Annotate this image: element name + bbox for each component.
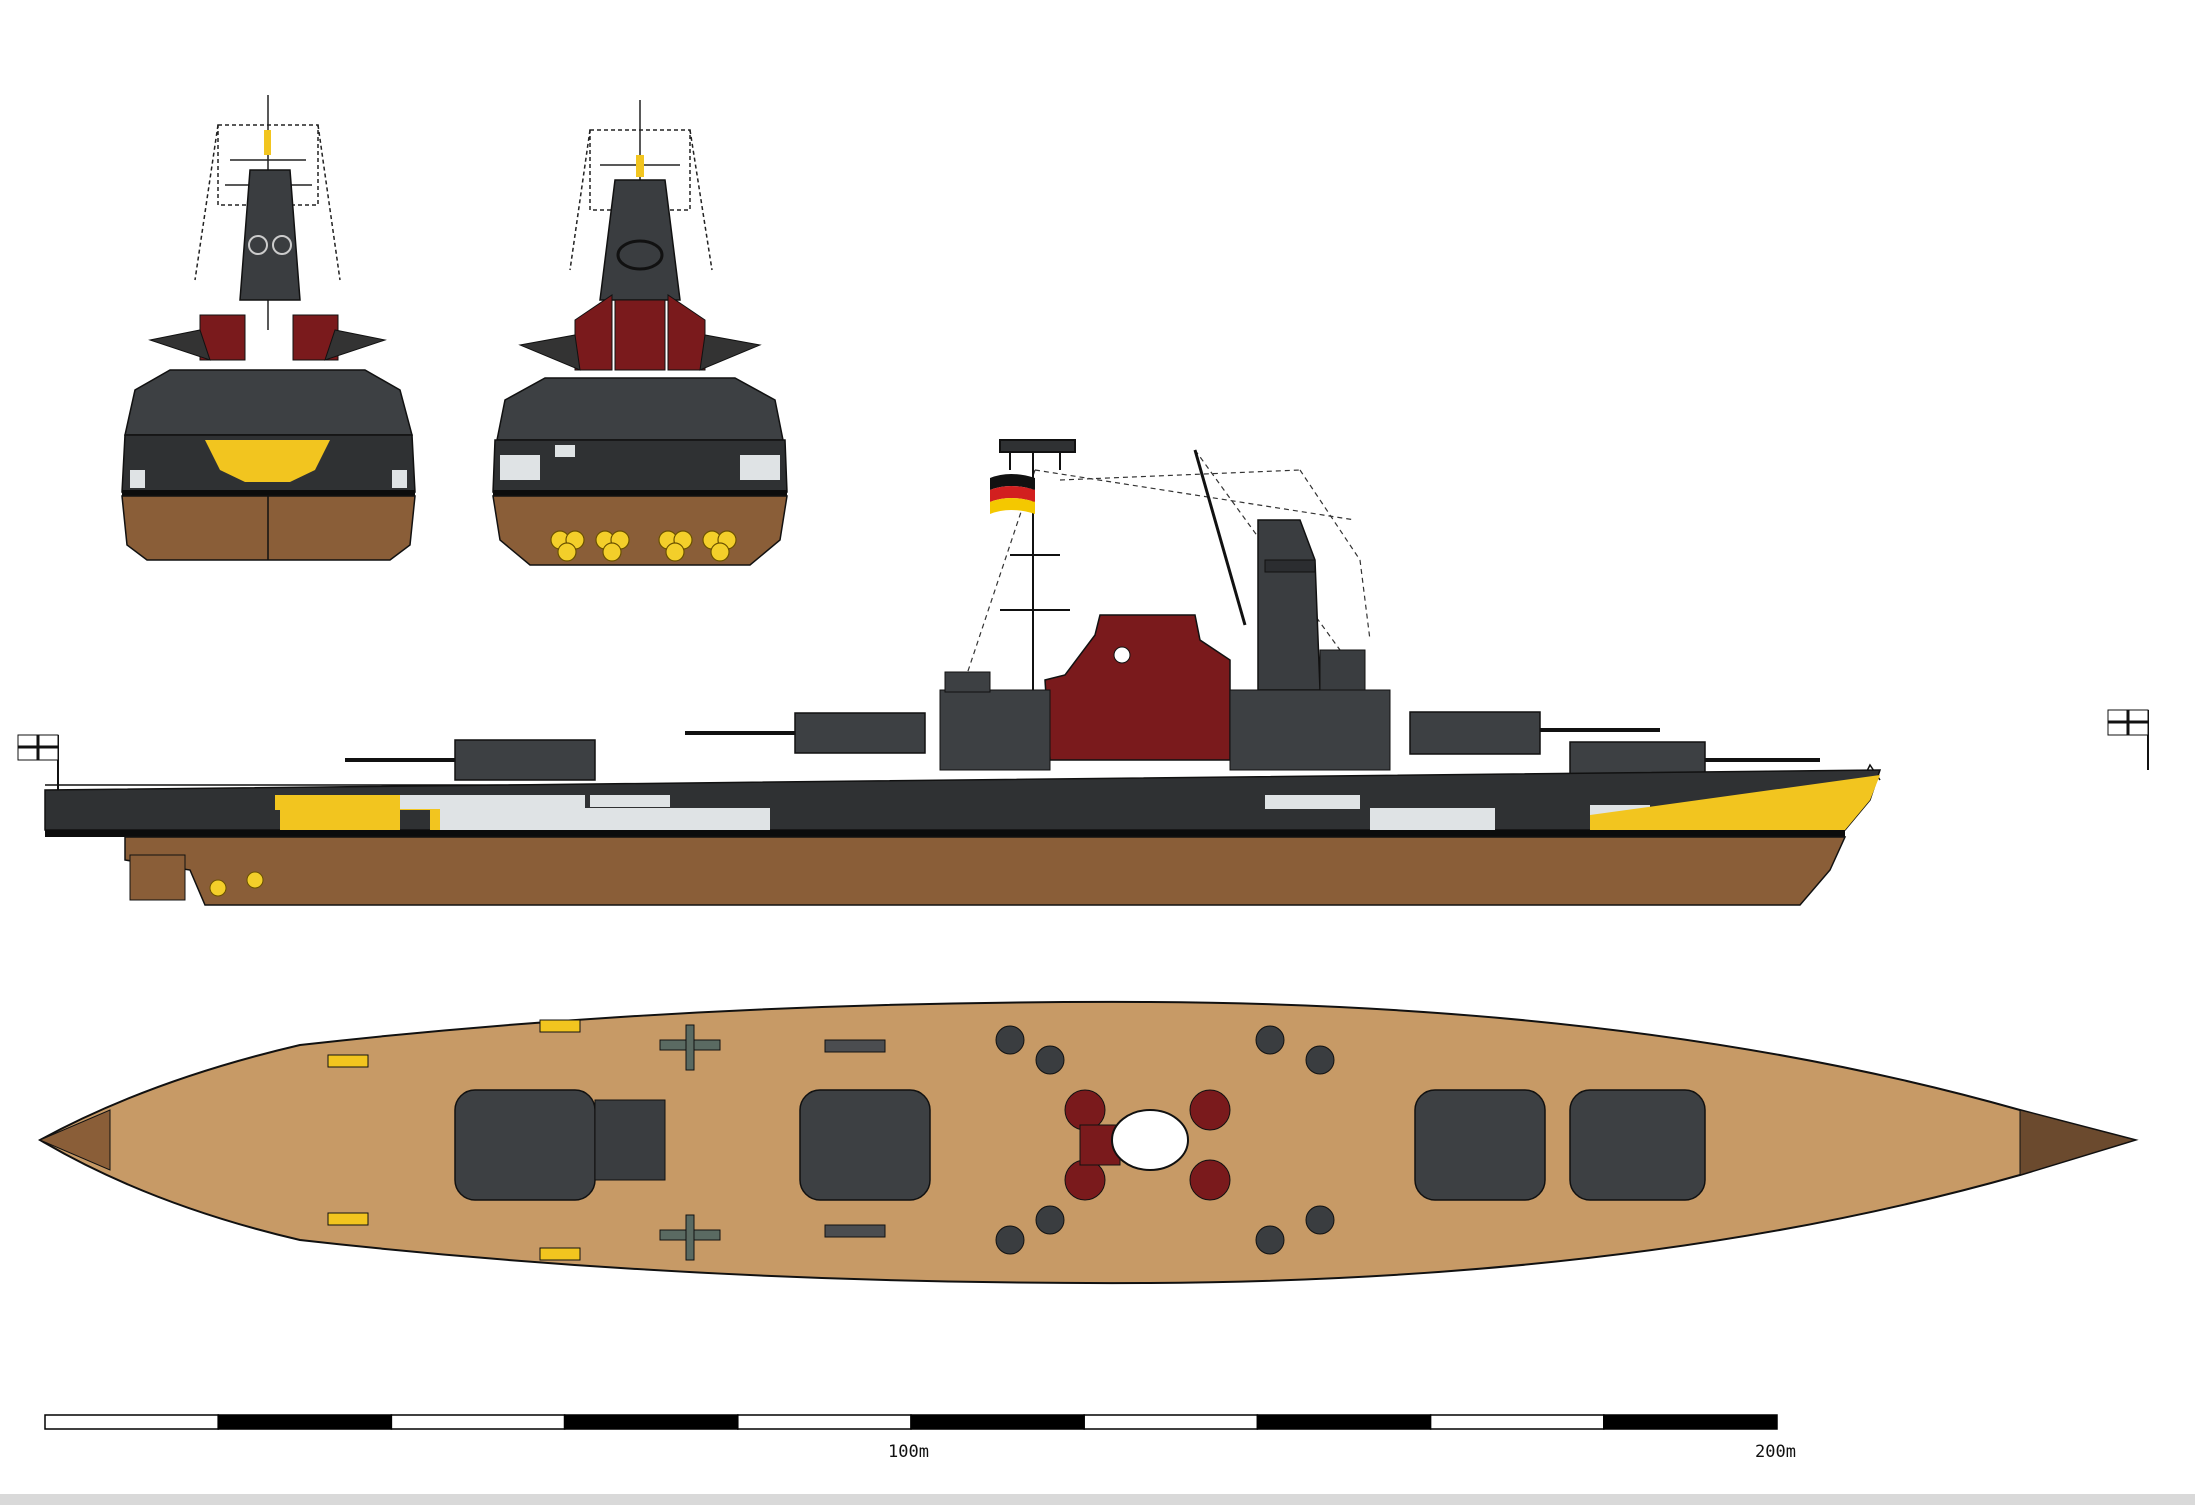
bottom-strip	[0, 1494, 2195, 1505]
top-plan-aa-guns	[327, 1019, 581, 1261]
stern-ensign	[17, 734, 59, 790]
top-turret-c	[1414, 1089, 1546, 1201]
side-profile	[17, 439, 2149, 906]
turret-c	[1409, 711, 1541, 755]
bow-view-crane	[324, 329, 387, 361]
side-profile-boot-topping	[45, 830, 1845, 837]
stern-view-crane	[699, 334, 762, 371]
top-plan-stern-tip	[38, 1109, 111, 1171]
top-plan-bow-tip	[2019, 1109, 2137, 1176]
top-plan-barbette	[594, 1099, 666, 1181]
side-profile-tower	[1257, 519, 1321, 691]
stern-view	[492, 100, 788, 566]
bow-view-crane	[148, 329, 211, 361]
scale-bar-segment	[1083, 1414, 1259, 1430]
bow-view-flag	[264, 130, 271, 155]
side-profile-tower-deck	[1264, 559, 1316, 573]
top-turret-d	[1569, 1089, 1706, 1201]
bow-view-rangefinder	[272, 235, 292, 255]
top-plan-aircraft	[659, 1024, 721, 1261]
bow-view-upper-hull	[124, 369, 413, 436]
stern-view-propellers	[550, 530, 737, 562]
side-profile-lower-hull	[124, 836, 1847, 906]
side-profile-director	[944, 671, 991, 693]
side-profile-aftmast	[1193, 449, 1247, 626]
side-profile-porthole	[1113, 646, 1131, 664]
top-plan-boats	[824, 1039, 886, 1238]
side-profile-red-superstructure	[1044, 614, 1231, 761]
side-profile-fore-block	[939, 689, 1051, 771]
bow-view-boot-topping	[122, 490, 415, 496]
bow-view-camo-yellow	[205, 440, 330, 482]
top-plan-secondary-mounts	[995, 1025, 1335, 1255]
stern-view-boot-topping	[493, 490, 787, 496]
top-turret-a	[454, 1089, 596, 1201]
side-profile-rudder	[129, 854, 186, 901]
turret-a	[454, 739, 596, 781]
bow-view-rangefinder	[248, 235, 268, 255]
stern-view-camo-white	[555, 445, 575, 457]
stern-view-crane	[518, 334, 581, 371]
top-plan	[37, 1000, 2139, 1285]
top-plan-turrets	[454, 1089, 1706, 1201]
scale-label-200m: 200m	[1755, 1442, 1796, 1462]
side-profile-propeller	[209, 879, 227, 897]
bow-view-tower	[239, 169, 301, 301]
stern-view-camo-white	[500, 455, 540, 480]
scale-bar	[44, 1414, 1778, 1430]
scale-bar-segment	[44, 1414, 219, 1430]
bow-view	[121, 95, 416, 561]
scale-bar-segment	[390, 1414, 566, 1430]
scale-label-100m: 100m	[888, 1442, 929, 1462]
scale-bar-segment	[217, 1414, 393, 1430]
side-profile-camo	[275, 775, 1880, 830]
scale-bar-segment	[910, 1414, 1085, 1430]
scale-bar-segment	[737, 1414, 912, 1430]
bow-view-camo-white	[130, 470, 145, 488]
side-profile-rigging	[964, 449, 1371, 681]
scale-bar-segment	[1429, 1414, 1605, 1430]
scale-bar-segment	[1603, 1414, 1778, 1430]
side-profile-bridge-block	[1229, 689, 1391, 771]
stern-view-camo-white	[740, 455, 780, 480]
stern-view-lower-hull	[492, 495, 788, 566]
scale-bar-segment	[1256, 1414, 1432, 1430]
stern-view-red-block	[614, 299, 666, 371]
scale-bar-segment	[563, 1414, 739, 1430]
top-turret-b	[799, 1089, 931, 1201]
stern-view-upper-hull	[496, 377, 784, 441]
stern-view-flag	[636, 155, 644, 177]
side-profile-propeller	[246, 871, 264, 889]
bow-jack	[2107, 709, 2149, 770]
german-flag	[990, 474, 1035, 514]
bow-view-camo-white	[392, 470, 407, 488]
stern-view-red-block	[574, 294, 613, 371]
stern-view-red-block	[667, 294, 706, 371]
top-plan-funnel	[1111, 1109, 1189, 1171]
stern-view-funnel-cap	[616, 239, 664, 271]
turret-b	[794, 712, 926, 754]
